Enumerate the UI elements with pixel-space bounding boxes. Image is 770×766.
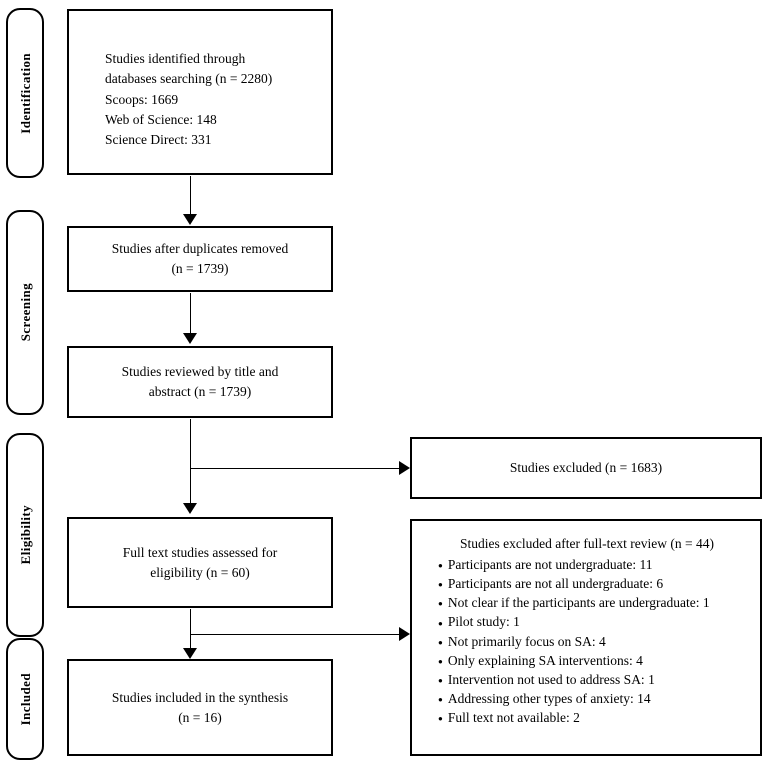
included-synthesis-text: Studies included in the synthesis (n = 1… — [112, 688, 288, 727]
arrowhead-fulltext-to-included — [183, 648, 197, 659]
stage-pill-screening: Screening — [6, 210, 44, 415]
identified-line-1: Studies identified through — [105, 51, 246, 66]
box-fulltext-assessed: Full text studies assessed for eligibili… — [67, 517, 333, 608]
box-included-synthesis: Studies included in the synthesis (n = 1… — [67, 659, 333, 756]
arrowhead-review-to-excluded — [399, 461, 410, 475]
connector-identified-to-duplicates — [190, 176, 191, 218]
arrowhead-review-to-fulltext — [183, 503, 197, 514]
arrowhead-fulltext-to-excluded-reasons — [399, 627, 410, 641]
stage-label-identification: Identification — [17, 52, 33, 134]
title-abstract-reviewed-text: Studies reviewed by title and abstract (… — [122, 362, 279, 401]
stage-pill-included: Included — [6, 638, 44, 760]
connector-duplicates-to-review — [190, 293, 191, 337]
excluded-reason-item: Only explaining SA interventions: 4 — [438, 651, 750, 670]
connector-fulltext-to-included — [190, 609, 191, 652]
duplicates-removed-line-2: (n = 1739) — [171, 261, 229, 276]
excluded-reason-item: Pilot study: 1 — [438, 612, 750, 631]
title-abstract-line-2: abstract (n = 1739) — [148, 384, 252, 399]
connector-review-to-fulltext — [190, 419, 191, 507]
fulltext-assessed-line-1: Full text studies assessed for — [122, 544, 278, 560]
duplicates-removed-line-1: Studies after duplicates removed — [111, 241, 289, 257]
title-abstract-line-1: Studies reviewed by title and — [121, 364, 279, 380]
excluded-after-fulltext-title: Studies excluded after full-text review … — [460, 536, 714, 551]
connector-review-to-excluded — [190, 468, 400, 469]
box-excluded-after-fulltext: Studies excluded after full-text review … — [410, 519, 762, 756]
stage-label-included: Included — [17, 672, 33, 726]
excluded-reason-item: Addressing other types of anxiety: 14 — [438, 689, 750, 708]
included-synthesis-line-2: (n = 16) — [178, 709, 222, 725]
excluded-reason-item: Participants are not undergraduate: 11 — [438, 555, 750, 574]
excluded-reason-item: Full text not available: 2 — [438, 708, 750, 727]
excluded-reason-item: Not clear if the participants are underg… — [438, 593, 750, 612]
fulltext-assessed-text: Full text studies assessed for eligibili… — [123, 543, 278, 582]
connector-fulltext-to-excluded-reasons — [190, 634, 400, 635]
identified-line-5: Science Direct: 331 — [105, 132, 212, 147]
studies-excluded-screening-text: Studies excluded (n = 1683) — [509, 460, 663, 476]
identified-line-2: databases searching (n = 2280) — [105, 71, 273, 87]
excluded-reason-item: Intervention not used to address SA: 1 — [438, 670, 750, 689]
box-studies-excluded-screening: Studies excluded (n = 1683) — [410, 437, 762, 499]
included-synthesis-line-1: Studies included in the synthesis — [111, 689, 289, 705]
fulltext-assessed-line-2: eligibility (n = 60) — [150, 564, 250, 580]
box-duplicates-removed: Studies after duplicates removed (n = 17… — [67, 226, 333, 292]
arrowhead-duplicates-to-review — [183, 333, 197, 344]
stage-label-screening: Screening — [17, 283, 33, 342]
box-title-abstract-reviewed: Studies reviewed by title and abstract (… — [67, 346, 333, 418]
excluded-reason-item: Participants are not all undergraduate: … — [438, 574, 750, 593]
excluded-reasons-list: Participants are not undergraduate: 11 P… — [424, 555, 750, 727]
stage-label-eligibility: Eligibility — [17, 505, 33, 565]
studies-identified-text: Studies identified through databases sea… — [105, 49, 272, 150]
duplicates-removed-text: Studies after duplicates removed (n = 17… — [112, 239, 289, 278]
arrowhead-identified-to-duplicates — [183, 214, 197, 225]
excluded-reason-item: Not primarily focus on SA: 4 — [438, 632, 750, 651]
identified-line-3: Scoops: 1669 — [105, 91, 179, 107]
stage-pill-eligibility: Eligibility — [6, 433, 44, 637]
stage-pill-identification: Identification — [6, 8, 44, 178]
identified-line-4: Web of Science: 148 — [105, 111, 217, 127]
box-studies-identified: Studies identified through databases sea… — [67, 9, 333, 175]
